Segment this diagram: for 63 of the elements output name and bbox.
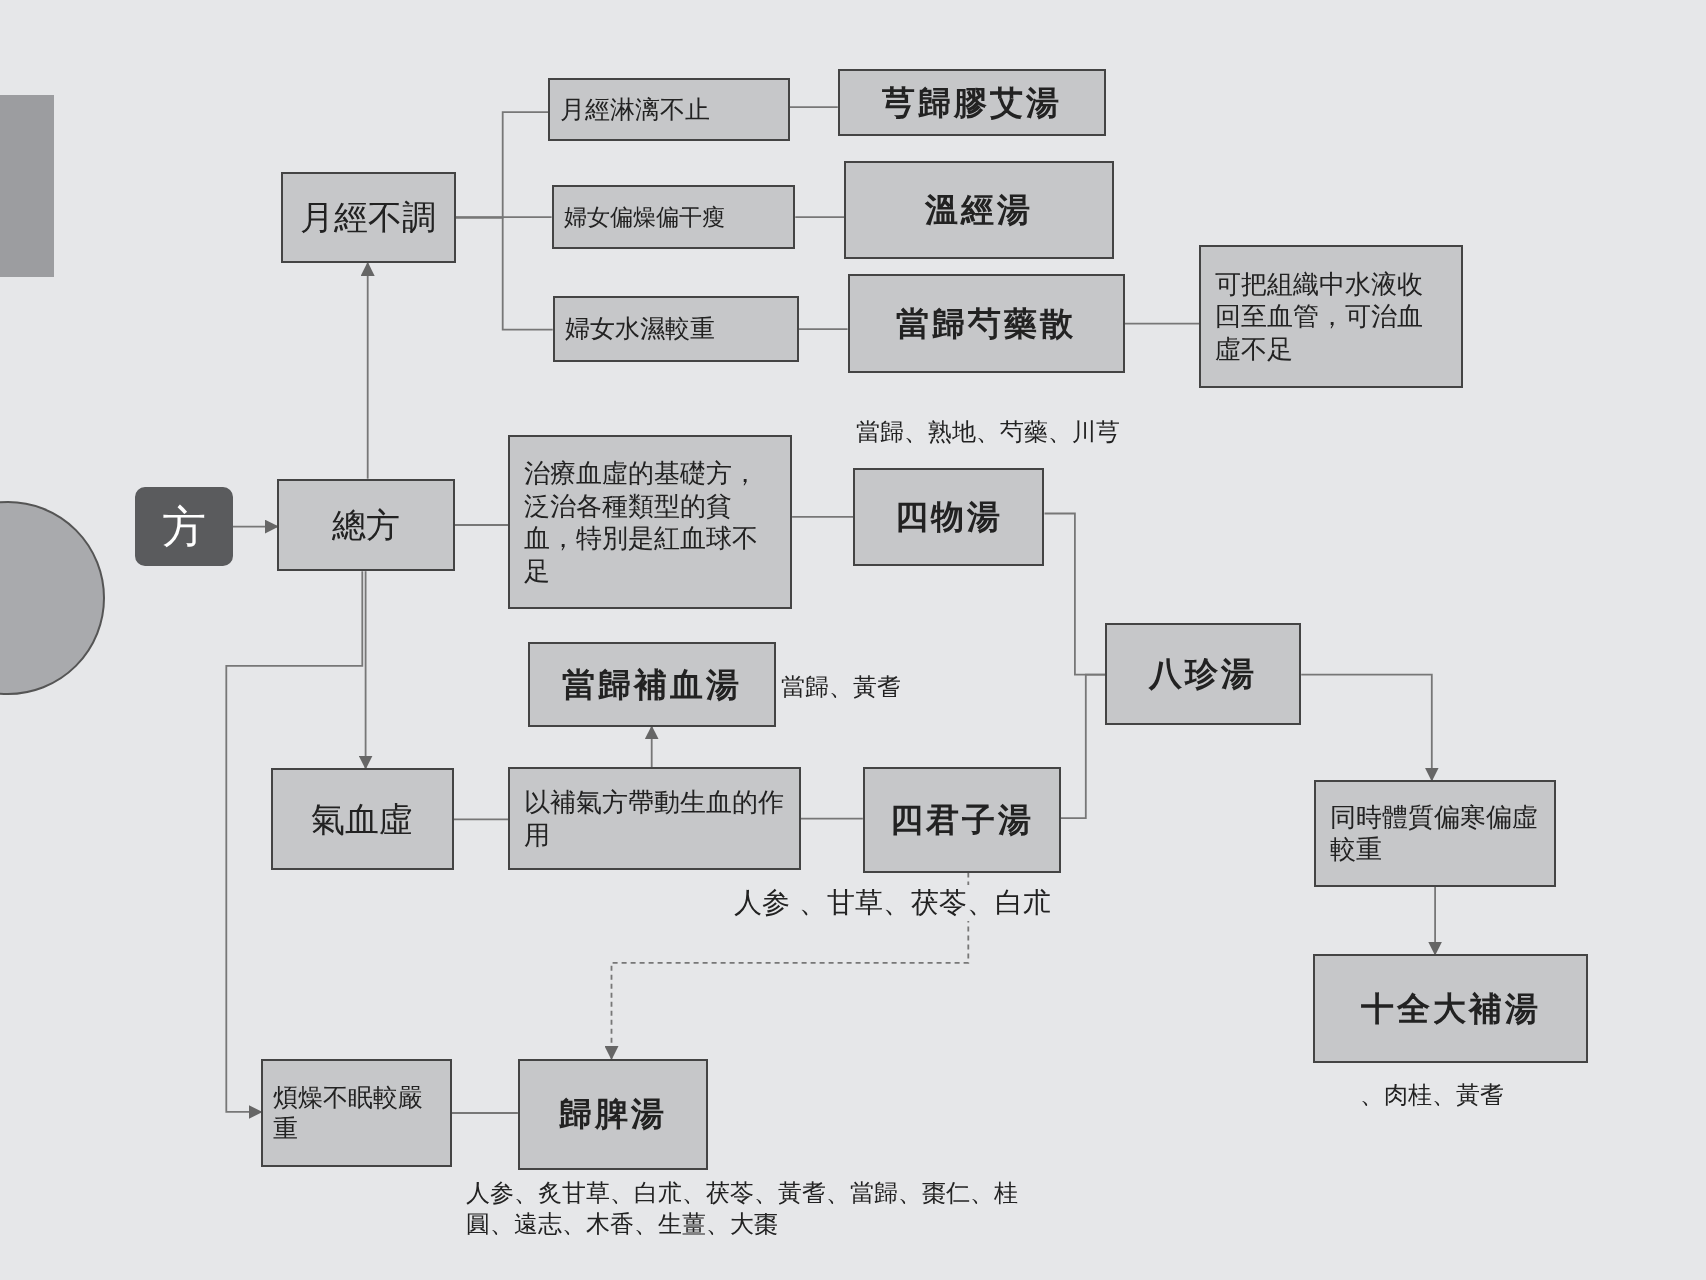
connector-line [455, 216, 553, 218]
formula-name: 當歸補血湯 [561, 663, 742, 705]
formula-box [1313, 954, 1589, 1063]
formula-box [1105, 623, 1302, 725]
ingredient-list: 人参 、甘草、茯苓、白朮 [734, 884, 1052, 921]
tag-label: 方 [161, 500, 206, 555]
symptom-text: 月經淋漓不止 [560, 94, 711, 126]
connector-line [794, 216, 846, 218]
connector-line [799, 817, 864, 820]
formula-box [844, 161, 1115, 259]
connector-line [455, 216, 554, 331]
arrow [644, 725, 659, 768]
category-box [270, 768, 454, 871]
formula-box [862, 767, 1061, 873]
formula-name: 芎歸膠艾湯 [882, 81, 1063, 123]
description-box [508, 767, 801, 871]
connector-line [452, 818, 509, 821]
formula-name: 歸脾湯 [559, 1093, 668, 1135]
arrow [360, 261, 375, 480]
arrow [225, 570, 364, 1119]
formula-box [847, 274, 1125, 374]
description-text: 治療血虛的基礎方，泛治各種類型的貧血，特別是紅血球不足 [524, 457, 760, 588]
arrow [231, 519, 279, 534]
category-label: 總方 [332, 503, 401, 547]
connector-line [789, 106, 839, 109]
connector-line [453, 524, 509, 526]
arrow [1428, 885, 1443, 956]
formula-box [517, 1058, 709, 1170]
connector-line [797, 328, 849, 330]
formula-name: 十全大補湯 [1360, 987, 1541, 1030]
category-tag [134, 487, 233, 566]
symptom-box [551, 184, 796, 250]
connector-line [450, 1112, 519, 1114]
symptom-box [552, 295, 799, 363]
connector-line [1059, 673, 1107, 820]
formula-name: 八珍湯 [1149, 653, 1258, 695]
description-box [1198, 244, 1464, 389]
symptom-text: 婦女水濕較重 [564, 313, 715, 345]
formula-box [837, 68, 1107, 136]
description-text: 可把組織中水液收回至血管，可治血虛不足 [1214, 267, 1424, 366]
arrow [358, 570, 373, 770]
symptom-box [548, 78, 790, 142]
symptom-text: 婦女偏燥偏干瘦 [563, 202, 725, 232]
category-box [280, 171, 456, 264]
formula-box [527, 641, 776, 727]
description-box [1314, 780, 1556, 887]
description-text: 以補氣方帶動生血的作用 [524, 786, 785, 852]
category-label: 月經不調 [300, 196, 437, 239]
formula-name: 當歸芍藥散 [896, 303, 1077, 345]
formula-name: 四君子湯 [889, 799, 1034, 841]
formula-name: 溫經湯 [925, 189, 1034, 231]
formula-name: 四物湯 [894, 496, 1003, 538]
arrow [1300, 673, 1439, 782]
symptom-text: 煩燥不眠較嚴重 [273, 1081, 425, 1145]
category-label: 氣血虛 [311, 798, 414, 841]
category-box [277, 478, 455, 572]
connector-line [1124, 322, 1200, 325]
description-box [508, 435, 793, 610]
description-text: 同時體質偏寒偏虛較重 [1330, 800, 1540, 866]
arrow [604, 871, 970, 1060]
symptom-box [261, 1058, 452, 1168]
connector-line [791, 515, 854, 518]
formula-box [853, 467, 1045, 566]
